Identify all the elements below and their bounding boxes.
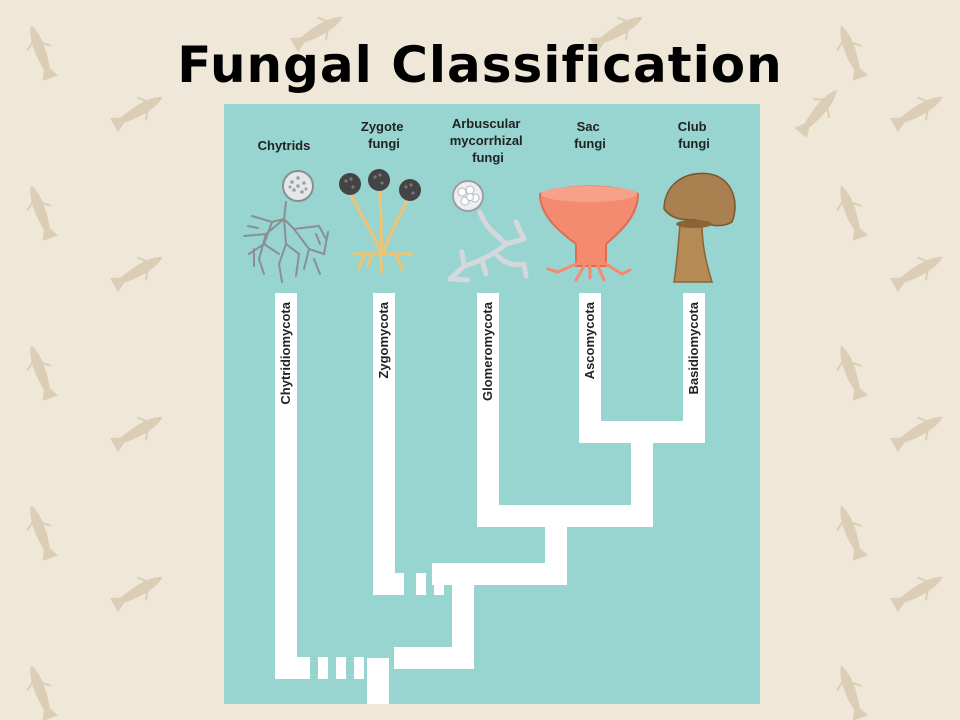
branch-chytridiomycota xyxy=(275,293,310,679)
phylum-label-ascomycota: Ascomycota xyxy=(582,301,597,379)
group-label-club-fungi: Club fungi xyxy=(678,119,711,151)
slide-title: Fungal Classification xyxy=(177,36,783,94)
club-fungus-icon xyxy=(663,172,736,283)
group-label-arbuscular-mycorrhizal-fungi: Arbuscular mycorrhizal fungi xyxy=(450,116,527,165)
group-label-chytrids: Chytrids xyxy=(258,138,311,153)
mycorrhizal-fungus-icon xyxy=(447,180,529,283)
branch-zygo-trunk xyxy=(394,574,474,669)
phylum-label-glomeromycota: Glomeromycota xyxy=(480,301,495,401)
zygote-fungus-icon xyxy=(339,169,421,274)
phylum-label-chytridiomycota: Chytridiomycota xyxy=(278,301,293,404)
phylum-label-basidiomycota: Basidiomycota xyxy=(686,301,701,394)
phylum-label-zygomycota: Zygomycota xyxy=(376,301,391,378)
branch-zygomycota xyxy=(373,293,404,595)
sac-fungus-icon xyxy=(538,185,640,282)
phylogeny-tree xyxy=(275,293,705,704)
fungal-phylogeny-diagram: Chytrids Zygote fungi Arbuscular mycorrh… xyxy=(224,104,760,704)
chytrid-icon xyxy=(243,170,329,283)
group-label-zygote-fungi: Zygote fungi xyxy=(361,119,407,151)
dashed-branch-segments xyxy=(318,573,444,679)
group-label-sac-fungi: Sac fungi xyxy=(574,119,606,151)
